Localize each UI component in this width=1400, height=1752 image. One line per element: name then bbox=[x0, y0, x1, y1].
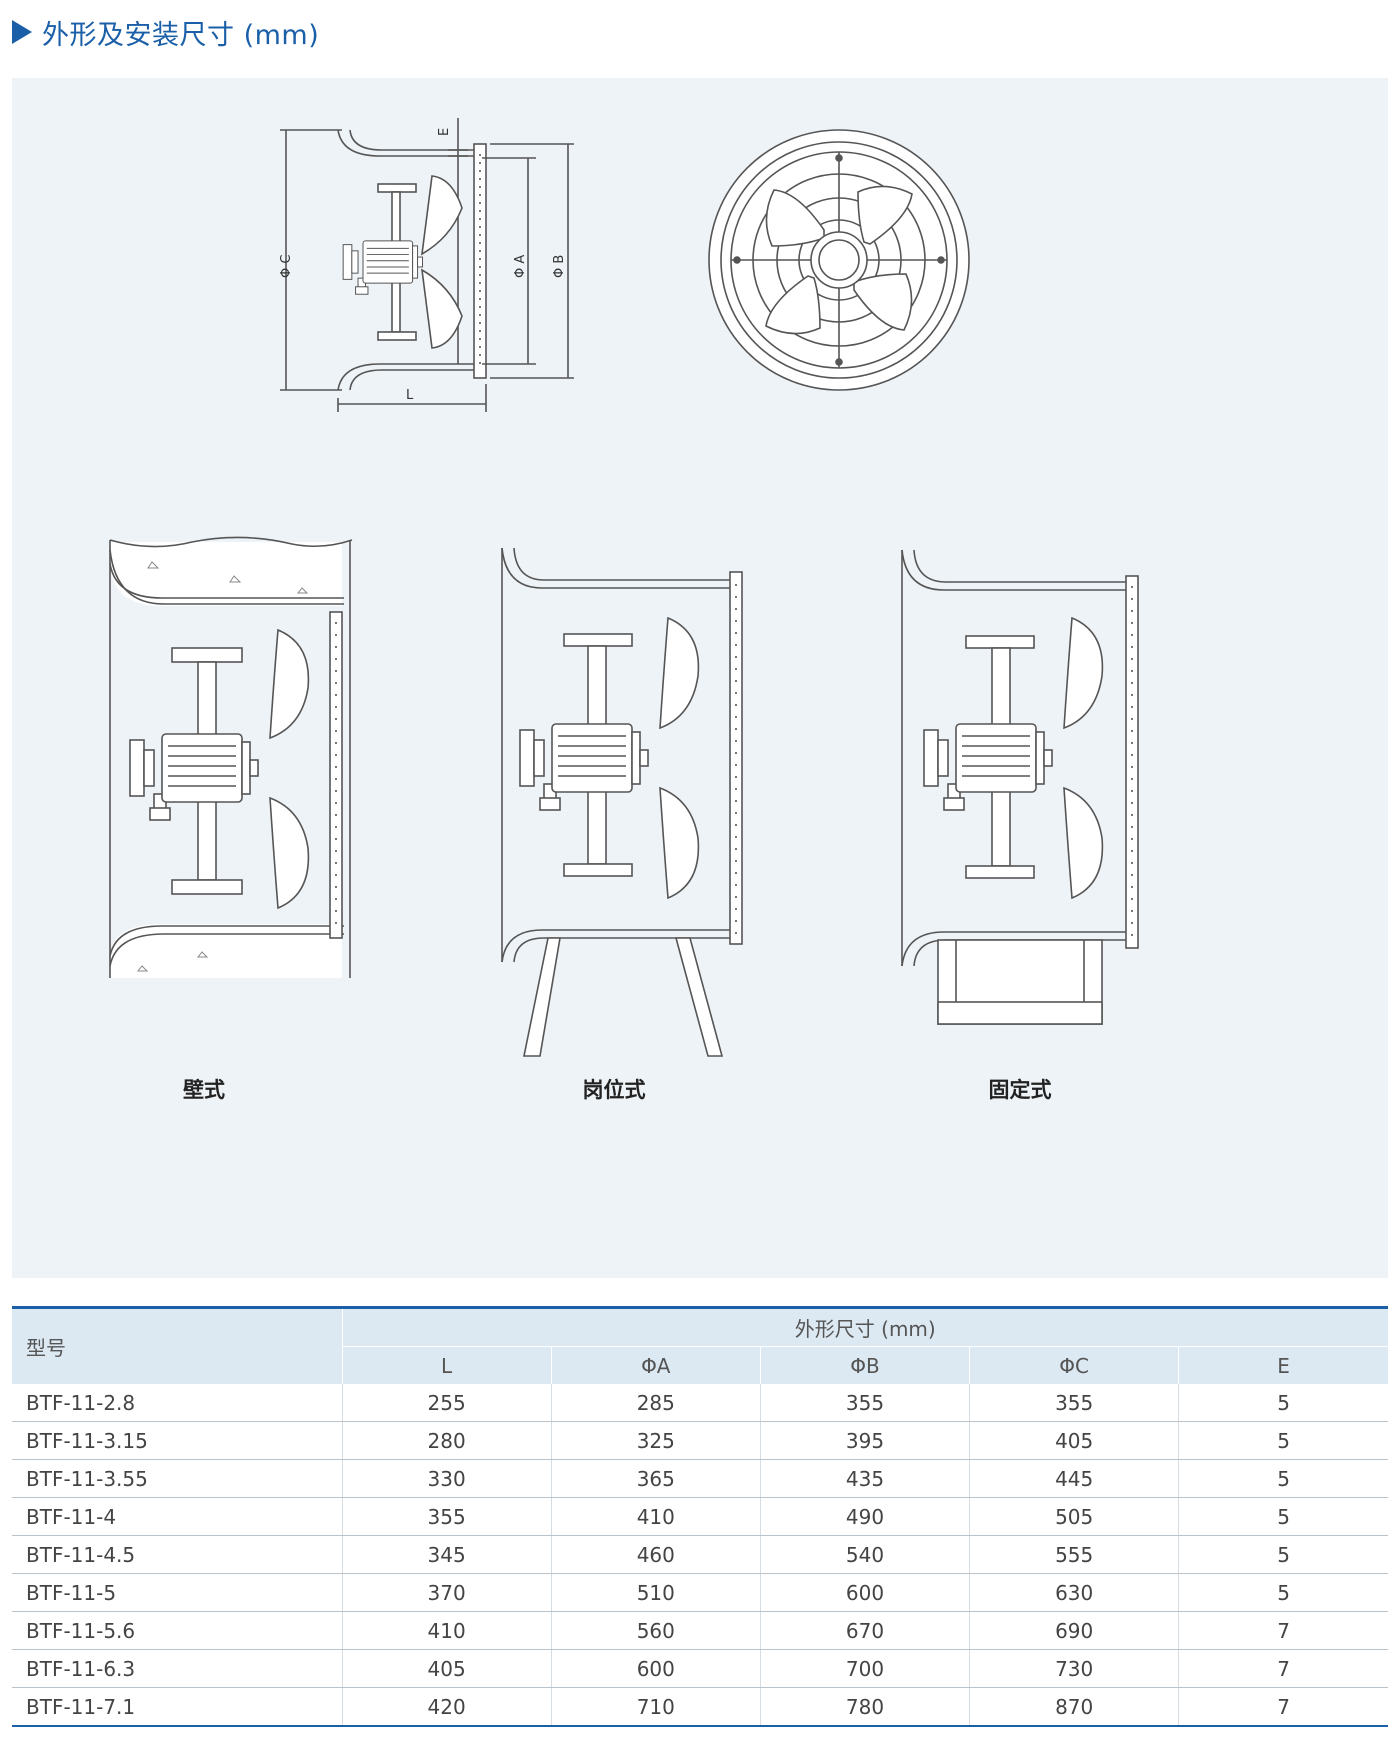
cell-model: BTF-11-2.8 bbox=[12, 1384, 343, 1422]
cell-e: 7 bbox=[1178, 1649, 1388, 1688]
cell-model: BTF-11-5 bbox=[12, 1573, 343, 1612]
cell-l: 330 bbox=[342, 1459, 552, 1498]
drawing-panel: E Φ C Φ A Φ B L bbox=[12, 78, 1388, 1278]
cell-phi-c: 690 bbox=[969, 1611, 1180, 1650]
cell-l: 410 bbox=[342, 1611, 552, 1650]
cell-l: 255 bbox=[342, 1384, 552, 1422]
cell-phi-b: 540 bbox=[760, 1535, 971, 1574]
cell-e: 5 bbox=[1178, 1573, 1388, 1612]
cell-model: BTF-11-4.5 bbox=[12, 1535, 343, 1574]
cell-phi-b: 435 bbox=[760, 1459, 971, 1498]
cell-phi-a: 560 bbox=[551, 1611, 761, 1650]
cell-phi-c: 555 bbox=[969, 1535, 1180, 1574]
cell-phi-b: 490 bbox=[760, 1497, 971, 1536]
cell-l: 280 bbox=[342, 1421, 552, 1460]
caption-wall-type: 壁式 bbox=[183, 1078, 225, 1102]
cell-model: BTF-11-3.55 bbox=[12, 1459, 343, 1498]
cell-l: 420 bbox=[342, 1687, 552, 1727]
cell-phi-b: 395 bbox=[760, 1421, 971, 1460]
cell-phi-a: 325 bbox=[551, 1421, 761, 1460]
dimensions-group-header: 外形尺寸 (mm) bbox=[342, 1306, 1388, 1347]
cell-phi-b: 700 bbox=[760, 1649, 971, 1688]
column-header-l: L bbox=[342, 1346, 552, 1384]
caption-fixed-type: 固定式 bbox=[988, 1078, 1052, 1102]
cell-phi-b: 780 bbox=[760, 1687, 971, 1727]
dimension-labels: E Φ C Φ A Φ B L bbox=[279, 128, 567, 403]
dim-label-phi-b: Φ B bbox=[552, 255, 567, 278]
column-header-phi-b: ΦB bbox=[760, 1346, 971, 1384]
wall-type-drawing bbox=[109, 536, 353, 978]
cell-phi-b: 600 bbox=[760, 1573, 971, 1612]
cell-e: 5 bbox=[1178, 1497, 1388, 1536]
cell-l: 370 bbox=[342, 1573, 552, 1612]
table-header-row: 型号 外形尺寸 (mm) bbox=[12, 1306, 1388, 1384]
cell-phi-c: 445 bbox=[969, 1459, 1180, 1498]
technical-drawing: E Φ C Φ A Φ B L bbox=[109, 118, 1139, 1057]
model-column-header: 型号 bbox=[12, 1306, 343, 1384]
cell-phi-a: 510 bbox=[551, 1573, 761, 1612]
cell-l: 405 bbox=[342, 1649, 552, 1688]
cell-phi-a: 460 bbox=[551, 1535, 761, 1574]
cell-phi-c: 505 bbox=[969, 1497, 1180, 1536]
cell-e: 7 bbox=[1178, 1687, 1388, 1727]
column-header-phi-c: ΦC bbox=[969, 1346, 1180, 1384]
cell-e: 5 bbox=[1178, 1421, 1388, 1460]
cell-phi-c: 870 bbox=[969, 1687, 1180, 1727]
cell-model: BTF-11-3.15 bbox=[12, 1421, 343, 1460]
cell-phi-c: 730 bbox=[969, 1649, 1180, 1688]
front-view-drawing bbox=[708, 129, 970, 391]
dim-label-l: L bbox=[406, 388, 414, 403]
cell-phi-a: 365 bbox=[551, 1459, 761, 1498]
column-header-e: E bbox=[1178, 1346, 1388, 1384]
cell-e: 5 bbox=[1178, 1384, 1388, 1422]
post-type-drawing bbox=[501, 547, 743, 1057]
cell-model: BTF-11-5.6 bbox=[12, 1611, 343, 1650]
cell-e: 5 bbox=[1178, 1535, 1388, 1574]
fixed-type-drawing bbox=[901, 549, 1139, 1025]
triangle-bullet-icon bbox=[12, 20, 32, 44]
cell-phi-a: 710 bbox=[551, 1687, 761, 1727]
cell-phi-a: 410 bbox=[551, 1497, 761, 1536]
cell-e: 7 bbox=[1178, 1611, 1388, 1650]
cell-model: BTF-11-7.1 bbox=[12, 1687, 343, 1727]
cell-phi-a: 285 bbox=[551, 1384, 761, 1422]
cell-e: 5 bbox=[1178, 1459, 1388, 1498]
cell-phi-c: 355 bbox=[969, 1384, 1180, 1422]
section-view-drawing bbox=[280, 118, 574, 412]
cell-model: BTF-11-4 bbox=[12, 1497, 343, 1536]
dim-label-phi-c: Φ C bbox=[279, 255, 294, 278]
cell-phi-b: 670 bbox=[760, 1611, 971, 1650]
cell-l: 355 bbox=[342, 1497, 552, 1536]
dim-label-e: E bbox=[437, 128, 452, 136]
cell-phi-c: 405 bbox=[969, 1421, 1180, 1460]
table-subheader-row: L ΦA ΦB ΦC E bbox=[12, 1346, 1388, 1384]
dim-label-phi-a: Φ A bbox=[513, 255, 528, 278]
cell-phi-c: 630 bbox=[969, 1573, 1180, 1612]
cell-phi-a: 600 bbox=[551, 1649, 761, 1688]
column-header-phi-a: ΦA bbox=[551, 1346, 761, 1384]
section-header: 外形及安装尺寸 (mm) bbox=[12, 10, 319, 54]
cell-model: BTF-11-6.3 bbox=[12, 1649, 343, 1688]
section-title: 外形及安装尺寸 (mm) bbox=[42, 19, 320, 51]
cell-phi-b: 355 bbox=[760, 1384, 971, 1422]
cell-l: 345 bbox=[342, 1535, 552, 1574]
caption-post-type: 岗位式 bbox=[582, 1078, 646, 1102]
